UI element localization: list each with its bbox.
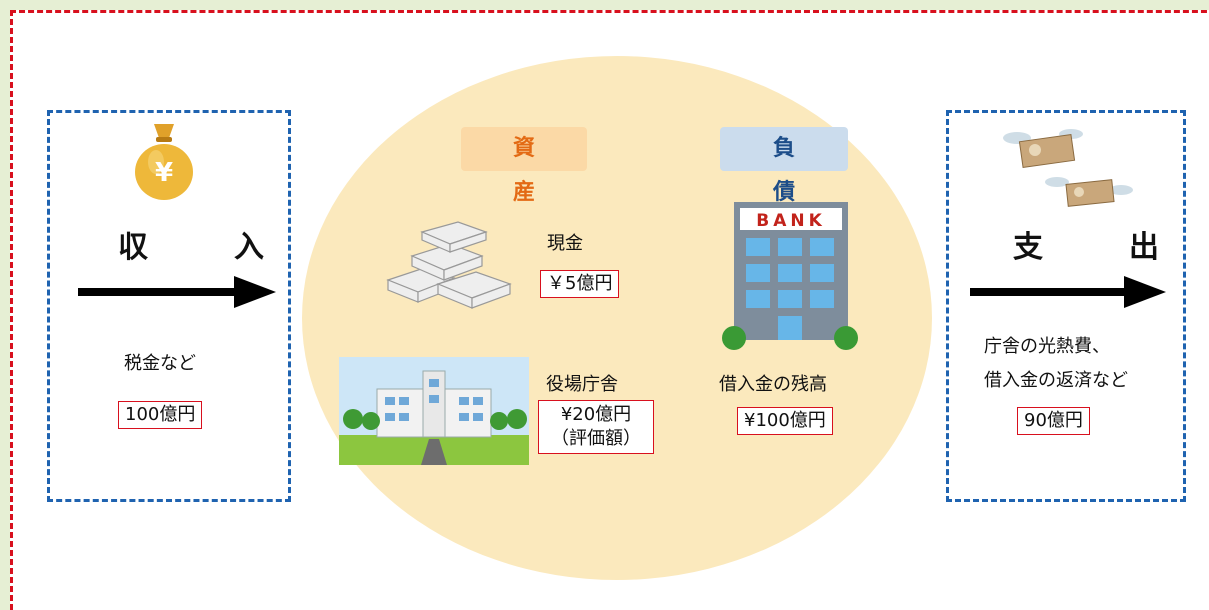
expense-note-line1: 庁舎の光熱費、 [984, 336, 1110, 357]
income-note: 税金など [124, 353, 196, 374]
money-bag-icon: ¥ [135, 124, 193, 200]
svg-text:¥: ¥ [155, 158, 173, 188]
loan-amount: ¥100億円 [737, 407, 833, 435]
building-amount: ¥20億円 [560, 404, 632, 425]
expense-box [946, 110, 1186, 502]
assets-heading: 資 産 [461, 127, 587, 205]
liabilities-heading: 負 債 [720, 127, 848, 205]
svg-text:BANK: BANK [756, 211, 826, 231]
expense-note-line2: 借入金の返済など [984, 370, 1128, 391]
cash-stack-icon [386, 221, 512, 309]
building-amount-box: ¥20億円 （評価額） [538, 400, 654, 454]
income-box [47, 110, 291, 502]
income-title: 収 入 [118, 230, 292, 265]
cash-label: 現金 [547, 233, 583, 254]
cash-amount: ￥5億円 [540, 270, 620, 298]
income-arrow [78, 276, 276, 308]
flying-money-icon [1003, 129, 1133, 207]
building-valuation-note: （評価額） [551, 428, 641, 449]
income-amount: 100億円 [118, 401, 203, 429]
expense-arrow [970, 276, 1166, 308]
expense-amount: 90億円 [1017, 407, 1090, 435]
building-label: 役場庁舎 [546, 374, 618, 395]
loan-label: 借入金の残高 [719, 374, 827, 395]
expense-title: 支 出 [1013, 230, 1187, 265]
bank-building-icon: BANK [722, 202, 858, 350]
town-hall-icon [339, 357, 529, 465]
